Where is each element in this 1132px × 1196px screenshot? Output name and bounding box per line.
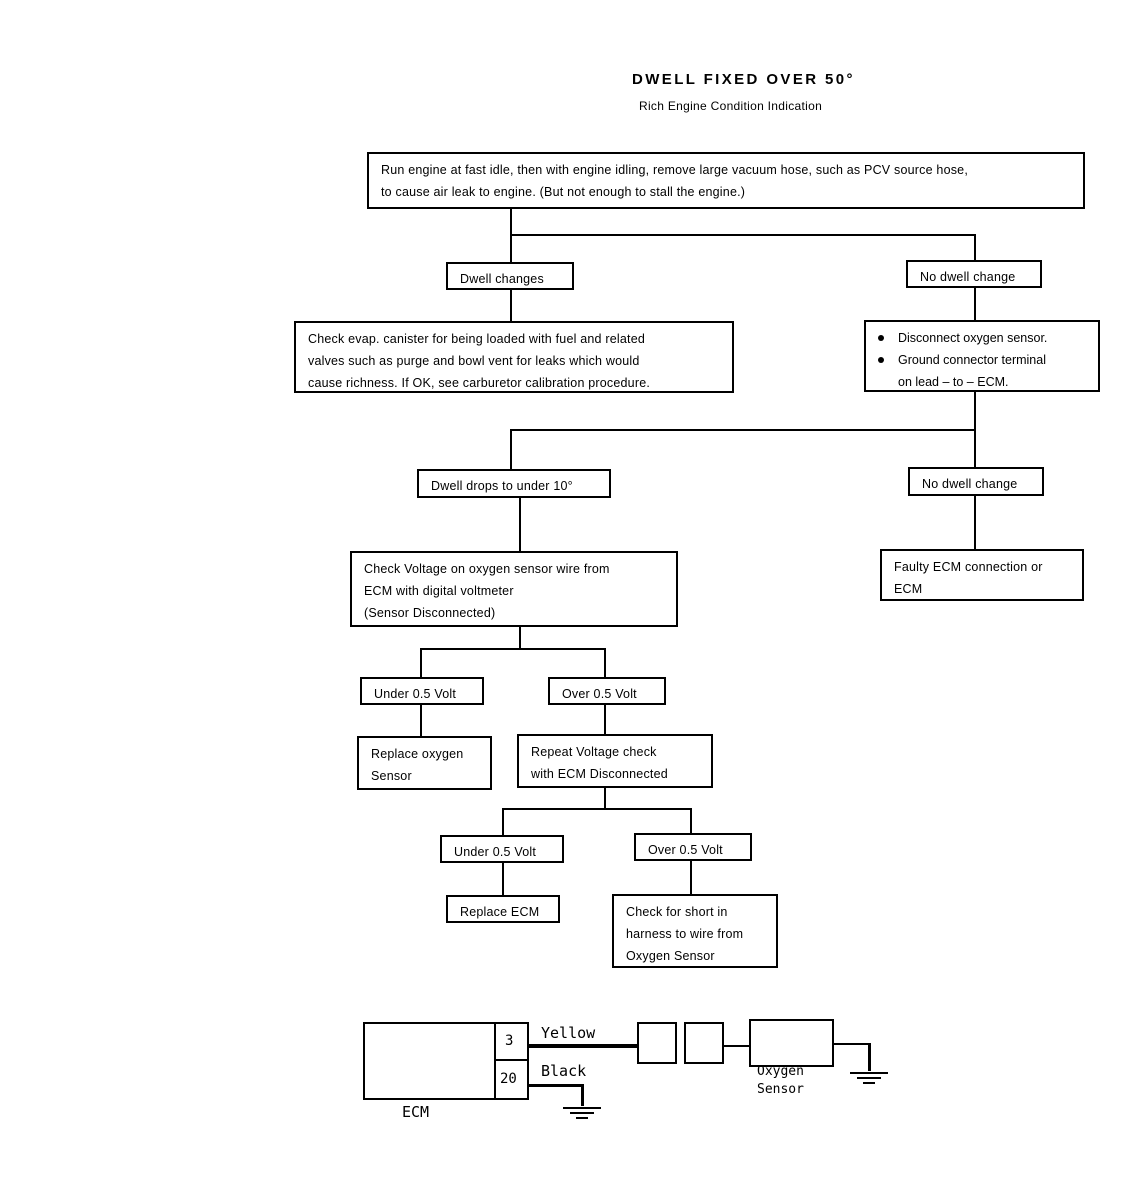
node-check-short-line-1: Check for short in (626, 905, 728, 919)
connector-under-volt-1-down (420, 705, 422, 736)
connector-no-dwell-2-down (974, 496, 976, 549)
node-repeat-check-line-1: Repeat Voltage check (531, 745, 657, 759)
node-evap-line-1: Check evap. canister for being loaded wi… (308, 332, 646, 346)
connector-check-voltage-down (519, 627, 521, 648)
connector-dwell-changes-down (510, 290, 512, 321)
node-no-dwell-change-2-label: No dwell change (922, 477, 1018, 491)
connector-split-bar-4 (502, 808, 692, 810)
wiring-pin-number-3: 3 (505, 1033, 514, 1049)
wiring-black-ground-drop (581, 1084, 584, 1106)
node-check-voltage[interactable]: Check Voltage on oxygen sensor wire from… (350, 551, 678, 627)
node-over-volt-2[interactable]: Over 0.5 Volt (634, 833, 752, 861)
node-check-for-short[interactable]: Check for short in harness to wire from … (612, 894, 778, 968)
wiring-ecm-label: ECM (402, 1103, 430, 1121)
node-start-instruction[interactable]: Run engine at fast idle, then with engin… (367, 152, 1085, 209)
wiring-connector-to-sensor-wire (724, 1045, 750, 1047)
node-check-voltage-line-3: (Sensor Disconnected) (364, 606, 496, 620)
node-over-volt-1-label: Over 0.5 Volt (562, 687, 637, 701)
wiring-ecm-pin-cell-bottom[interactable] (494, 1059, 529, 1100)
node-dwell-drops-under-10[interactable]: Dwell drops to under 10° (417, 469, 611, 498)
node-disconnect-steps[interactable]: Disconnect oxygen sensor. Ground connect… (864, 320, 1100, 392)
node-start-line-2: to cause air leak to engine. (But not en… (381, 185, 746, 199)
node-evap-line-3: cause richness. If OK, see carburetor ca… (308, 376, 651, 390)
node-evap-line-2: valves such as purge and bowl vent for l… (308, 354, 640, 368)
page-title: DWELL FIXED OVER 50° (632, 71, 855, 88)
connector-no-dwell-1-down (974, 288, 976, 320)
node-over-volt-2-label: Over 0.5 Volt (648, 843, 723, 857)
ground-symbol-right-icon (850, 1069, 888, 1084)
connector-over-volt-2-down (690, 861, 692, 894)
connector-disconnect-down (974, 392, 976, 414)
node-evap-canister-check[interactable]: Check evap. canister for being loaded wi… (294, 321, 734, 393)
node-replace-oxygen-sensor[interactable]: Replace oxygen Sensor (357, 736, 492, 790)
wiring-wire-label-yellow: Yellow (541, 1024, 596, 1042)
wiring-connector-half-b[interactable] (684, 1022, 724, 1064)
connector-over-volt-1-down (604, 705, 606, 736)
node-check-voltage-line-1: Check Voltage on oxygen sensor wire from (364, 562, 610, 576)
wiring-pin-number-20: 20 (500, 1071, 517, 1087)
page-subtitle: Rich Engine Condition Indication (639, 99, 823, 113)
ground-symbol-ecm-icon (563, 1104, 601, 1119)
connector-dwell-drops-down (519, 498, 521, 551)
node-disconnect-bullet-1-text: Disconnect oxygen sensor. (898, 331, 1048, 345)
connector-start-down (510, 209, 512, 234)
node-no-dwell-change-1[interactable]: No dwell change (906, 260, 1042, 288)
wiring-connector-half-a[interactable] (637, 1022, 677, 1064)
node-disconnect-bullet-2-continuation: on lead – to – ECM. (898, 375, 1009, 389)
wiring-wire-label-black: Black (541, 1062, 587, 1080)
connector-to-under-volt-2 (502, 808, 504, 835)
connector-to-over-volt-2 (690, 808, 692, 835)
node-replace-ecm-label: Replace ECM (460, 905, 540, 919)
node-under-volt-1-label: Under 0.5 Volt (374, 687, 457, 701)
wiring-sensor-ground-drop (868, 1043, 871, 1071)
node-disconnect-bullet-1: Disconnect oxygen sensor. (876, 327, 1090, 349)
node-repeat-voltage-check[interactable]: Repeat Voltage check with ECM Disconnect… (517, 734, 713, 788)
connector-repeat-check-down (604, 788, 606, 808)
node-over-volt-1[interactable]: Over 0.5 Volt (548, 677, 666, 705)
node-under-volt-2[interactable]: Under 0.5 Volt (440, 835, 564, 863)
connector-split-bar-1 (510, 234, 976, 236)
connector-to-dwell-changes (510, 234, 512, 262)
node-replace-sensor-line-2: Sensor (371, 769, 412, 783)
wiring-ecm-body[interactable] (363, 1022, 496, 1100)
bullet-dot-icon (878, 335, 884, 341)
wiring-yellow-wire (529, 1044, 637, 1048)
node-replace-sensor-line-1: Replace oxygen (371, 747, 464, 761)
node-no-dwell-change-2[interactable]: No dwell change (908, 467, 1044, 496)
node-faulty-ecm[interactable]: Faulty ECM connection or ECM (880, 549, 1084, 601)
connector-splitbar2-right-stub (974, 414, 976, 431)
node-repeat-check-line-2: with ECM Disconnected (531, 767, 668, 781)
wiring-sensor-ground-lead (834, 1043, 870, 1045)
node-faulty-ecm-line-1: Faulty ECM connection or (894, 560, 1043, 574)
node-no-dwell-change-1-label: No dwell change (920, 270, 1016, 284)
wiring-oxygen-sensor-label-line-1: Oxygen (757, 1064, 804, 1079)
node-faulty-ecm-line-2: ECM (894, 582, 923, 596)
connector-to-no-dwell-change (974, 234, 976, 260)
wiring-oxygen-sensor-label-line-2: Sensor (757, 1082, 804, 1097)
node-check-short-line-2: harness to wire from (626, 927, 744, 941)
wiring-black-wire (529, 1084, 583, 1087)
connector-to-under-volt-1 (420, 648, 422, 677)
node-check-voltage-line-2: ECM with digital voltmeter (364, 584, 514, 598)
node-under-volt-2-label: Under 0.5 Volt (454, 845, 537, 859)
bullet-dot-icon (878, 357, 884, 363)
connector-split-bar-3 (420, 648, 606, 650)
node-dwell-changes[interactable]: Dwell changes (446, 262, 574, 290)
node-disconnect-bullet-2: Ground connector terminal (876, 349, 1090, 371)
node-under-volt-1[interactable]: Under 0.5 Volt (360, 677, 484, 705)
connector-split-bar-2 (510, 429, 976, 431)
connector-under-volt-2-down (502, 863, 504, 895)
connector-to-no-dwell-2 (974, 429, 976, 467)
node-replace-ecm[interactable]: Replace ECM (446, 895, 560, 923)
connector-to-dwell-drops (510, 429, 512, 469)
node-dwell-changes-label: Dwell changes (460, 272, 544, 286)
node-start-line-1: Run engine at fast idle, then with engin… (381, 163, 968, 177)
node-dwell-drops-label: Dwell drops to under 10° (431, 479, 573, 493)
connector-to-over-volt-1 (604, 648, 606, 677)
node-disconnect-bullet-2-text: Ground connector terminal (898, 353, 1046, 367)
wiring-oxygen-sensor-box[interactable] (749, 1019, 834, 1067)
node-check-short-line-3: Oxygen Sensor (626, 949, 715, 963)
